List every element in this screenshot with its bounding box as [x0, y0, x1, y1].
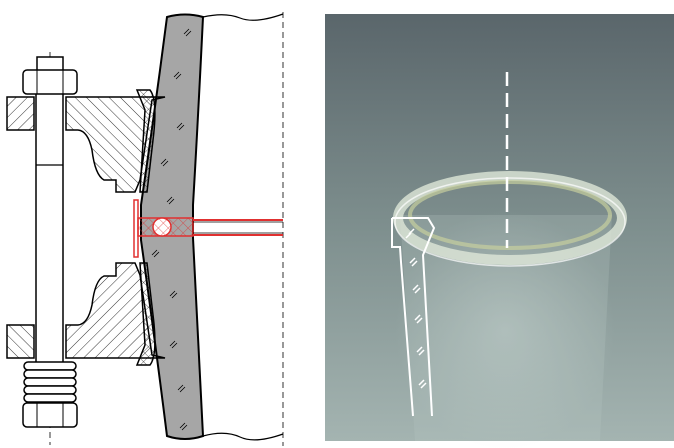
pipe-rim-inner — [408, 180, 612, 250]
lower-nut — [22, 402, 78, 428]
pipe-body — [400, 215, 612, 441]
glass-pipe-render — [325, 14, 674, 448]
lower-flange-body — [65, 262, 166, 359]
upper-nut — [22, 69, 78, 95]
bolt-shaft — [35, 92, 64, 406]
gasket — [133, 199, 283, 258]
profile-glass-marks — [405, 228, 427, 389]
wall-profile-outline — [391, 217, 436, 417]
pipe-break-line-top — [202, 13, 284, 21]
upper-insert — [135, 89, 156, 193]
section-drawing — [6, 12, 284, 446]
upper-flange-left — [6, 96, 35, 131]
pipe-rim-highlight — [394, 177, 626, 267]
upper-flange-body — [65, 96, 166, 193]
lower-insert — [135, 262, 156, 366]
pipe-break-line-bottom — [202, 432, 284, 441]
glass-symbol-marks — [151, 28, 192, 431]
pipe-body-glow — [395, 210, 615, 448]
spring — [23, 361, 77, 403]
lower-flange-left — [6, 324, 35, 359]
